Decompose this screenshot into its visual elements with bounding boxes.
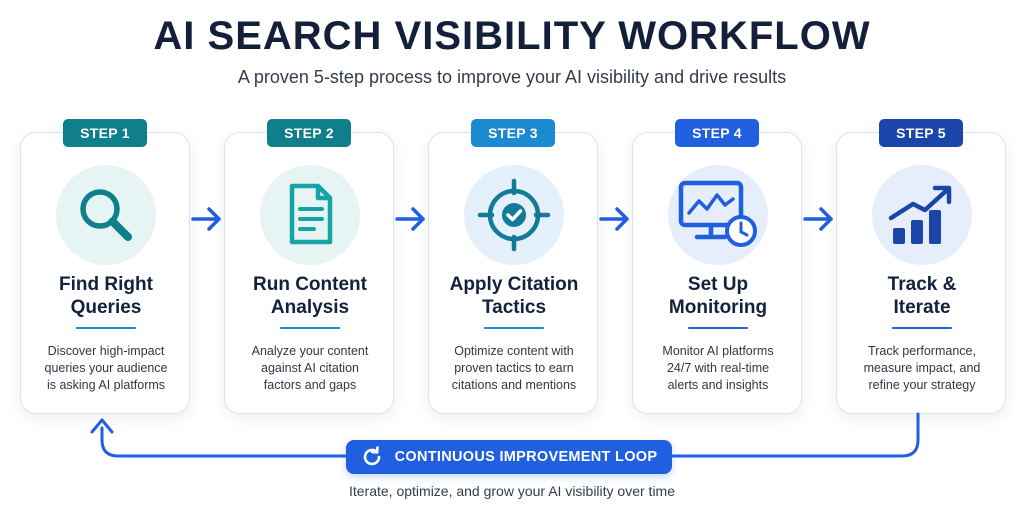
step-3-divider (484, 327, 544, 329)
page-title: AI SEARCH VISIBILITY WORKFLOW (153, 14, 871, 58)
step-5-divider (892, 327, 952, 329)
footer-caption: Iterate, optimize, and grow your AI visi… (348, 483, 676, 499)
step-5-badge: STEP 5 (879, 119, 963, 147)
arrow-right-icon (395, 207, 425, 231)
step-2-divider (280, 327, 340, 329)
step-1-icon-circle (56, 165, 156, 265)
continuous-improvement-loop: CONTINUOUS IMPROVEMENT LOOP (346, 440, 672, 474)
step-3-badge: STEP 3 (471, 119, 555, 147)
step-4-icon-circle (668, 165, 768, 265)
step-2-icon-circle (260, 165, 360, 265)
step-card-5: Track &Iterate Track performance,measure… (836, 132, 1006, 414)
document-icon (289, 183, 333, 245)
step-5-title: Track &Iterate (887, 274, 957, 318)
step-1-badge: STEP 1 (63, 119, 147, 147)
magnifier-icon (80, 189, 132, 241)
step-1-divider (76, 327, 136, 329)
loop-label: CONTINUOUS IMPROVEMENT LOOP (394, 449, 658, 465)
loop-arrowhead (90, 418, 114, 434)
arrow-right-icon (803, 207, 833, 231)
growth-chart-icon (888, 185, 952, 244)
arrow-right-icon (191, 207, 221, 231)
page-subtitle: A proven 5-step process to improve your … (237, 67, 787, 87)
monitor-clock-icon (678, 180, 757, 247)
arrow-right-icon (599, 207, 629, 231)
refresh-icon (363, 446, 380, 466)
step-5-icon-circle (872, 165, 972, 265)
step-4-badge: STEP 4 (675, 119, 759, 147)
target-check-icon (477, 178, 551, 252)
step-2-badge: STEP 2 (267, 119, 351, 147)
step-4-divider (688, 327, 748, 329)
step-3-icon-circle (464, 165, 564, 265)
